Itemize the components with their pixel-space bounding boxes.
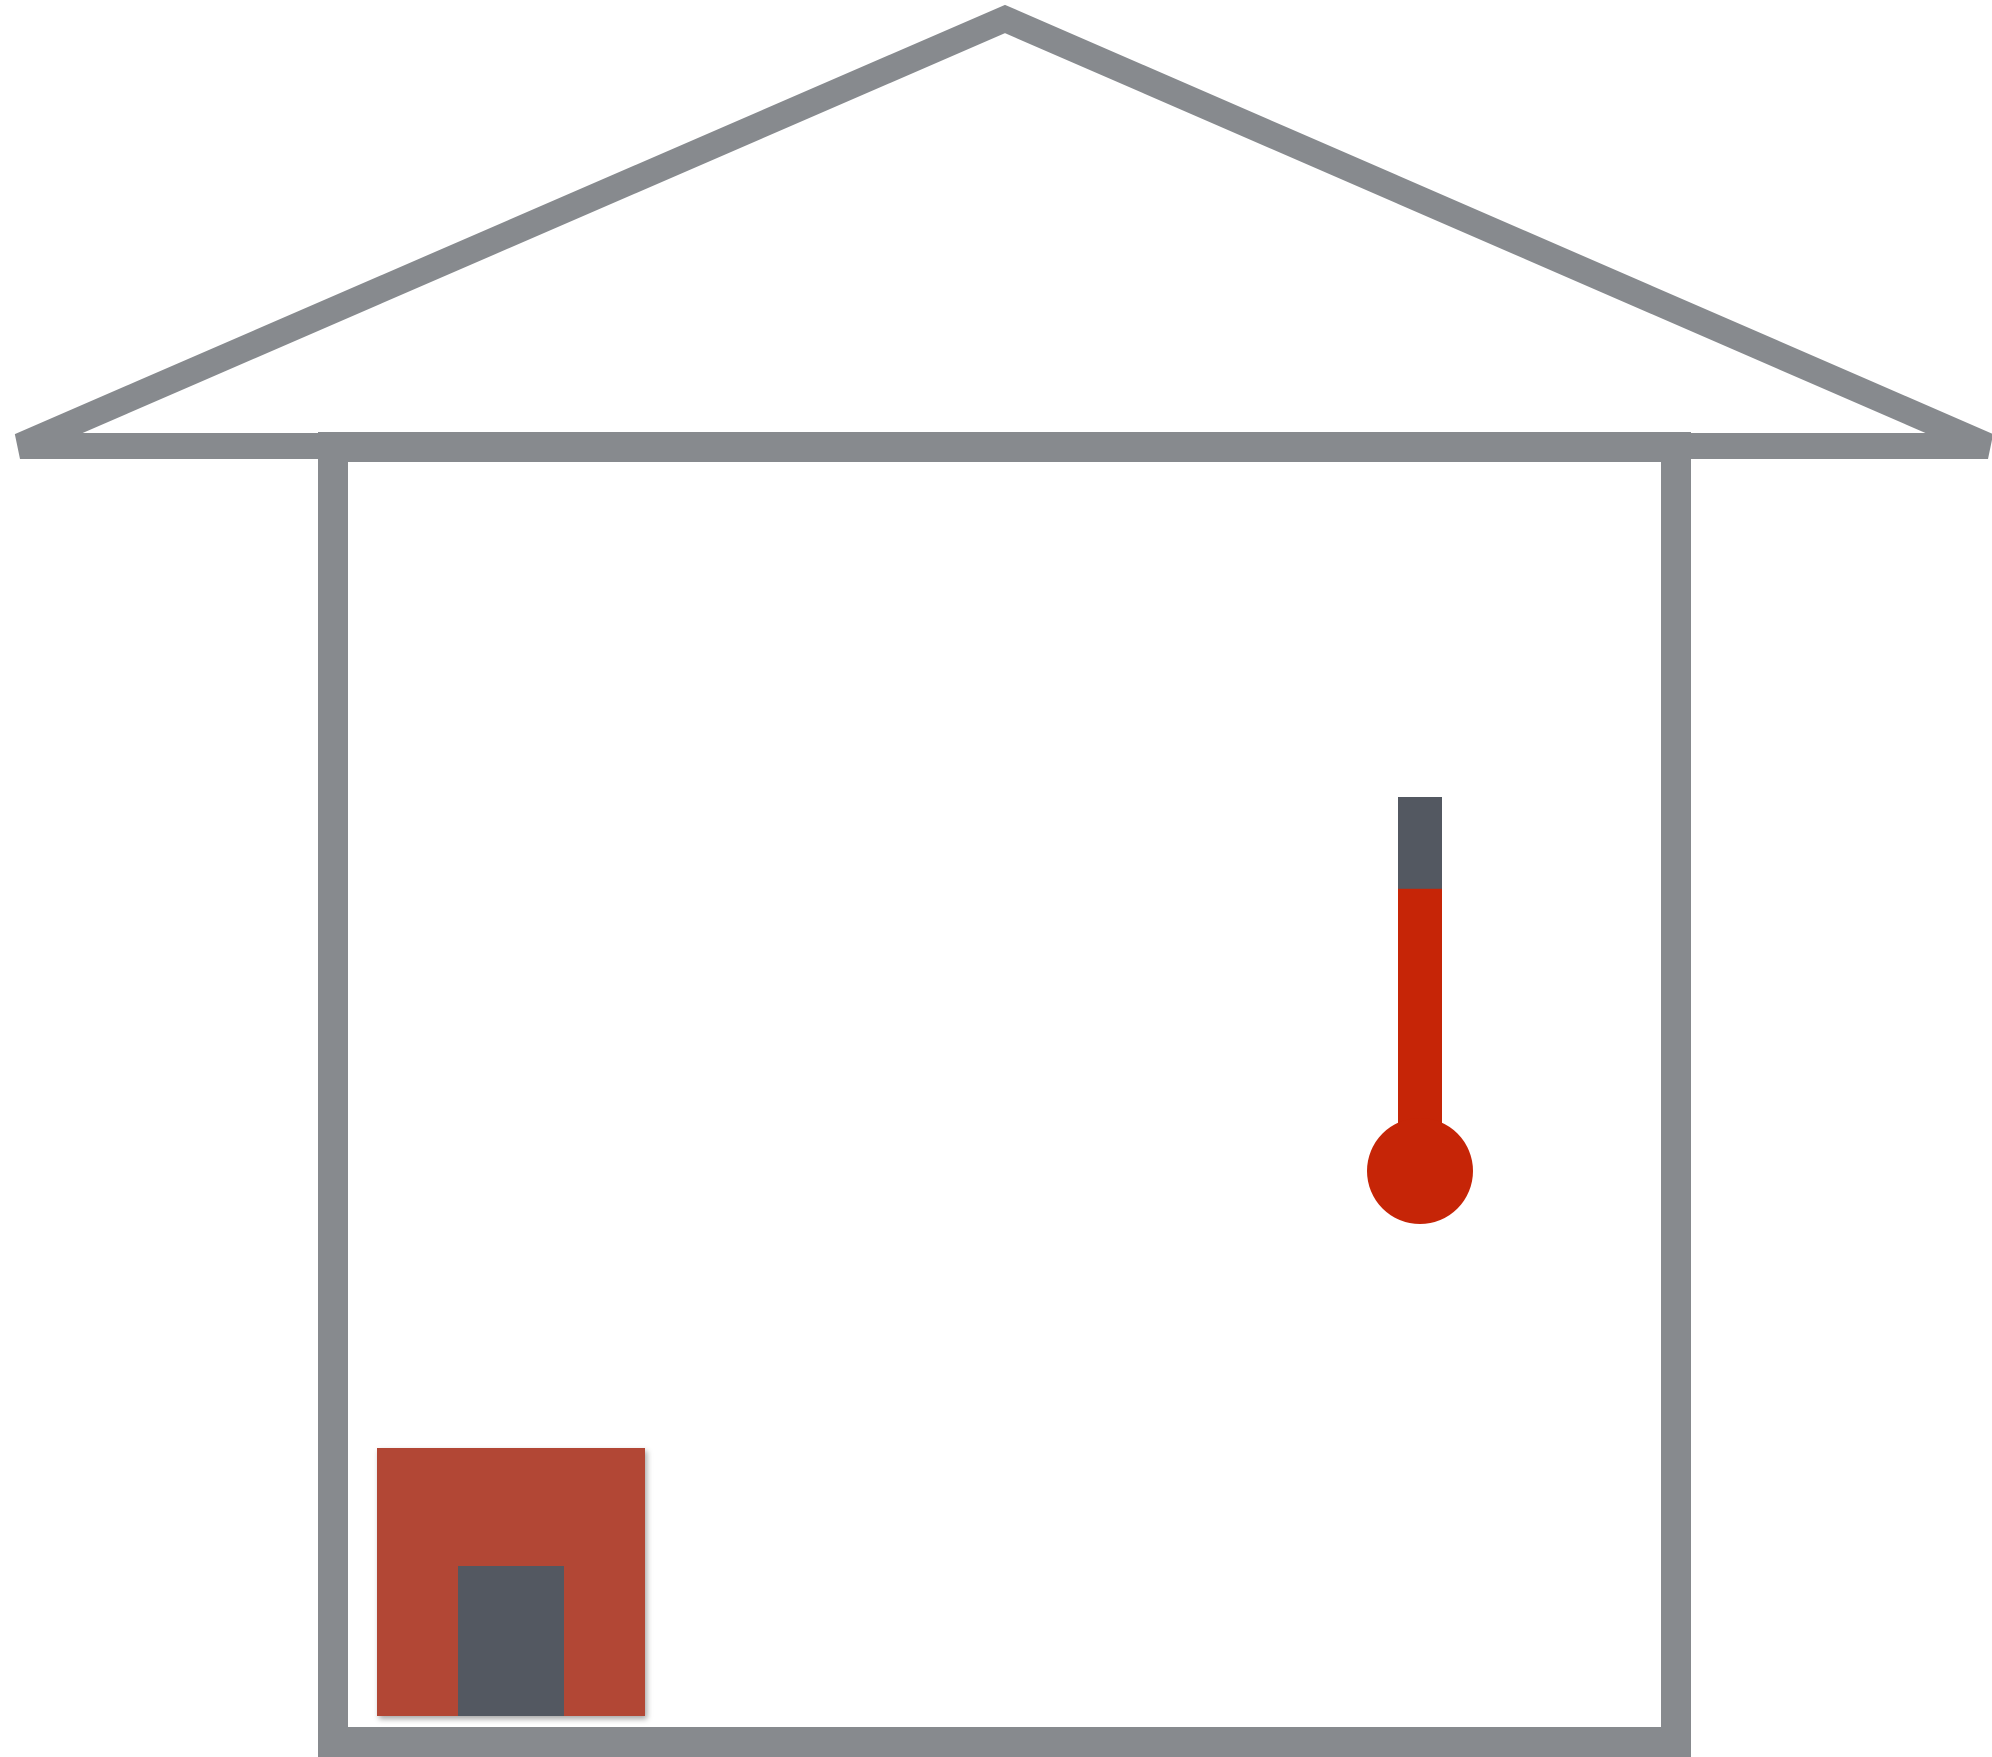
thermometer-icon <box>1367 797 1473 1224</box>
thermometer-mercury <box>1398 888 1442 1137</box>
heater-stove-icon <box>377 1448 645 1716</box>
heater-door <box>458 1566 564 1716</box>
thermometer-bulb <box>1367 1118 1473 1224</box>
house-roof <box>14 4 1992 459</box>
house-walls <box>318 432 1691 1757</box>
